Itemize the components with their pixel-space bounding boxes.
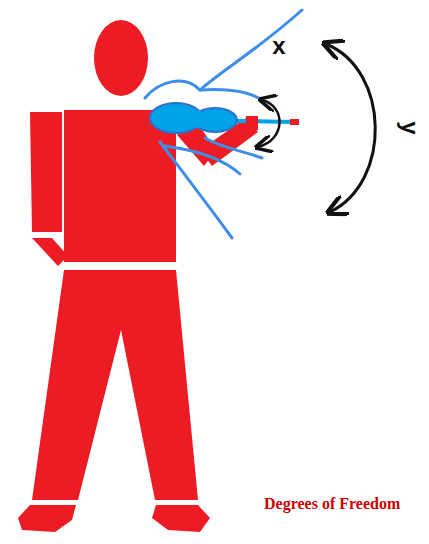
violin-waist (186, 110, 206, 128)
figure-caption: Degrees of Freedom (264, 496, 400, 512)
pitch-arrow (326, 44, 375, 212)
torso (64, 110, 176, 262)
hand-on-neck (246, 116, 258, 130)
outline-stroke (165, 146, 240, 174)
outline-stroke (205, 138, 262, 158)
left-hand (32, 238, 68, 266)
left-upper-arm (30, 112, 62, 232)
axis-label: x (272, 34, 285, 58)
outline-stroke (160, 142, 232, 238)
violin-neck (232, 121, 296, 122)
motion-outline (145, 10, 302, 238)
left-foot (18, 505, 76, 532)
axis-label: y (398, 121, 422, 134)
outline-stroke (200, 89, 262, 100)
head (94, 20, 148, 96)
roll-arrow (258, 100, 280, 147)
legs (32, 270, 198, 500)
outline-stroke (145, 10, 302, 98)
violin-scroll (290, 119, 299, 125)
right-foot (152, 505, 210, 532)
